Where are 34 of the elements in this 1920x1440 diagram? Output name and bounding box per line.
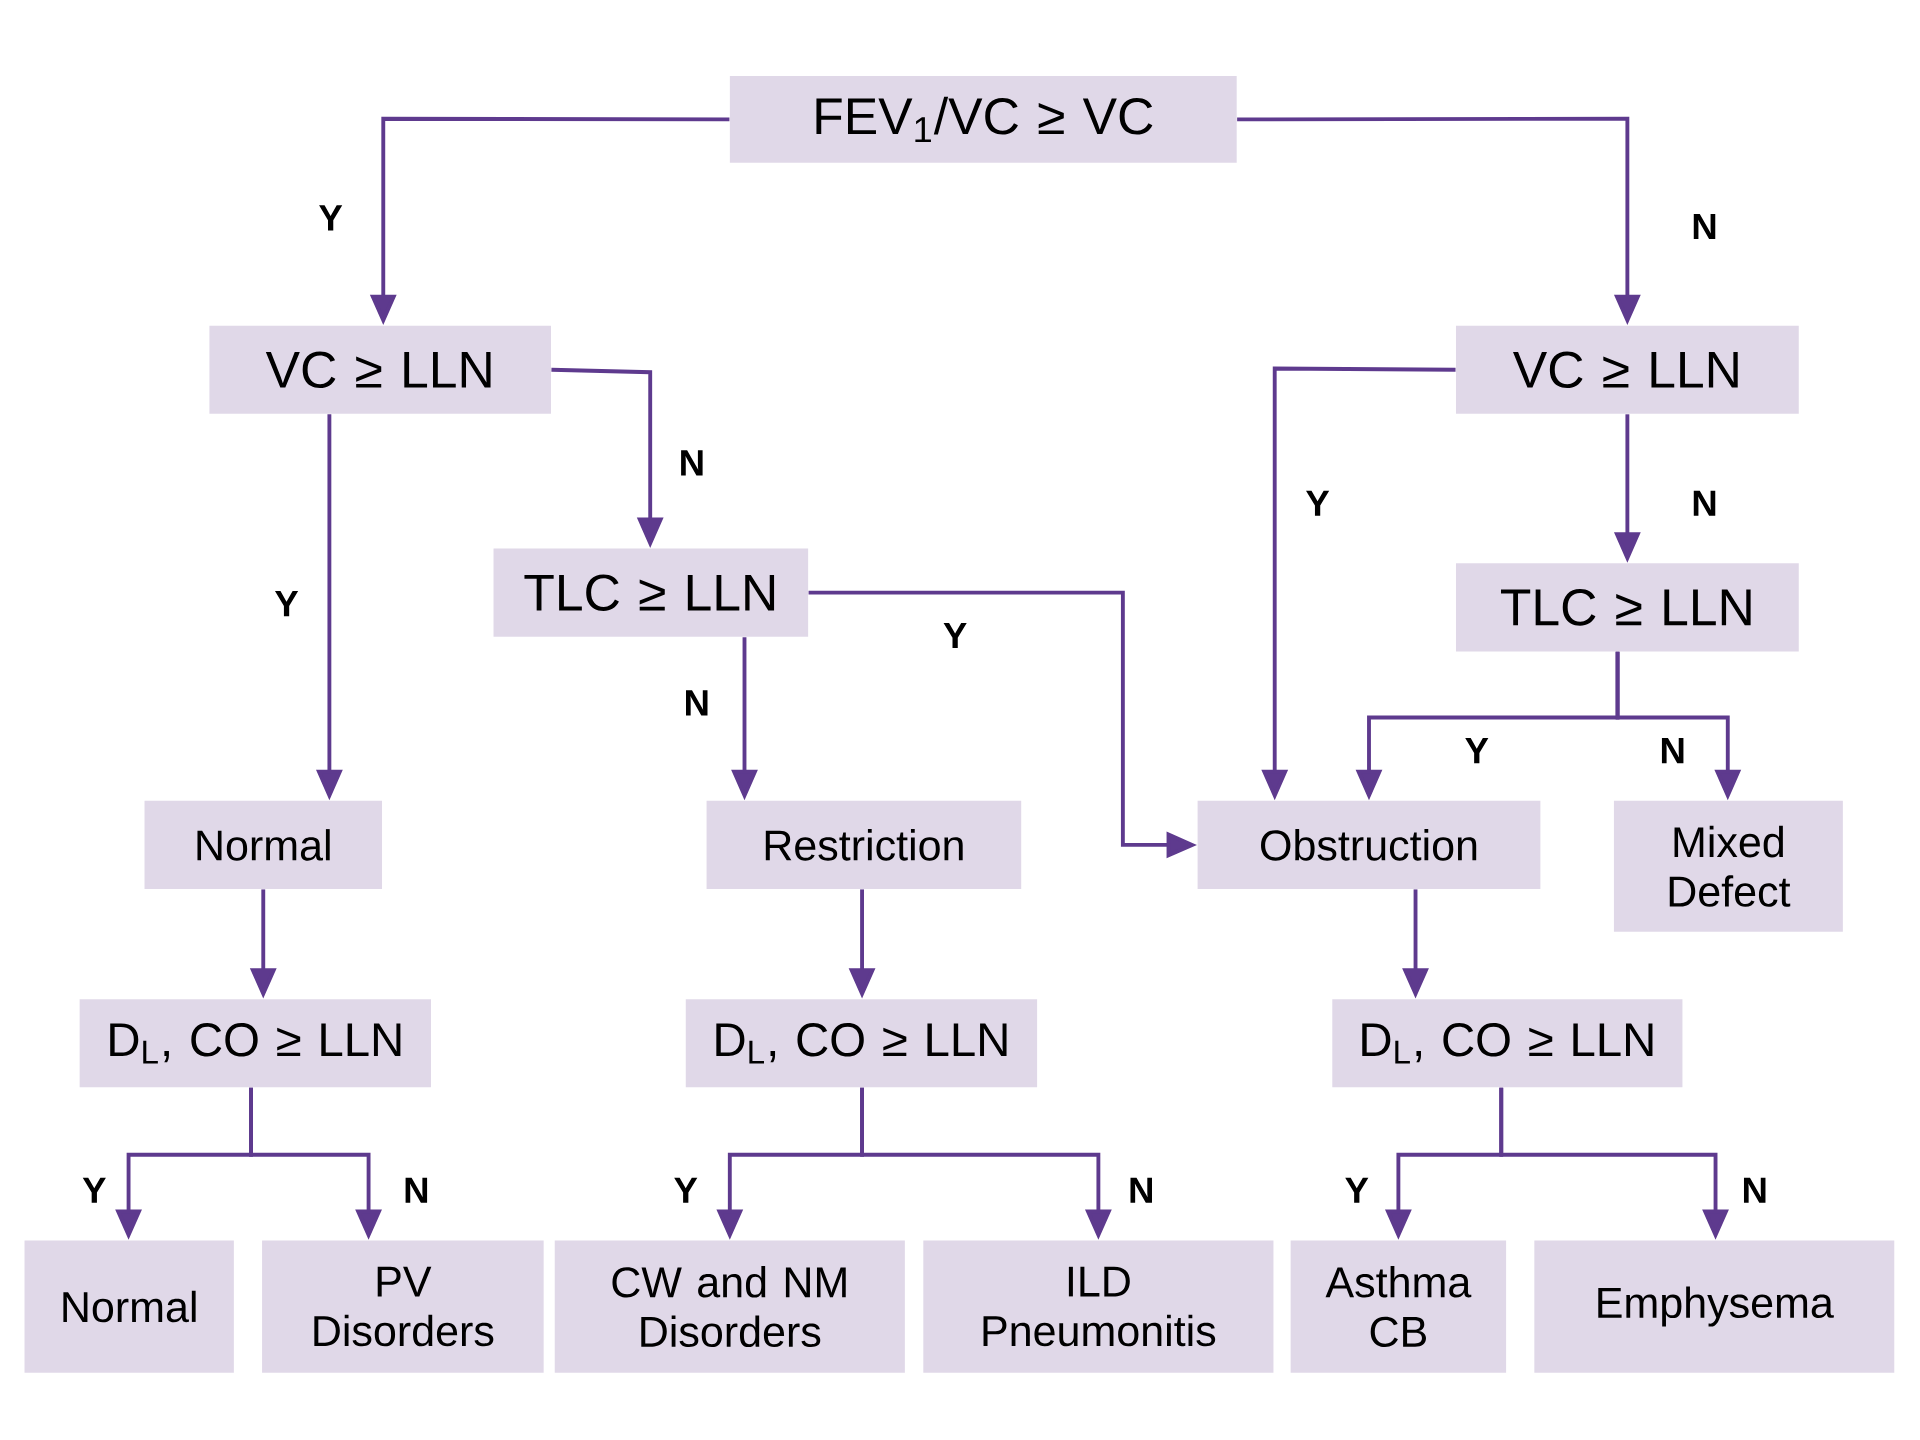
edge-label: Y [940, 620, 970, 651]
process-box: Restriction [706, 800, 1022, 889]
edge-label: Y [671, 1175, 701, 1205]
process-box: PV Disorders [262, 1240, 544, 1373]
edge-label: N [1689, 211, 1720, 242]
process-box: D$_{L}$, CO ≥ LLN [79, 999, 431, 1088]
edge-label: Y [1303, 488, 1332, 518]
edge-label: N [400, 1175, 432, 1205]
process-box: TLC ≥ LLN [1456, 563, 1799, 652]
process-box: Obstruction [1197, 800, 1541, 889]
edge-label: N [681, 688, 713, 718]
process-box: Normal [24, 1240, 234, 1373]
process-box: VC ≥ LLN [209, 325, 551, 414]
process-box: Normal [144, 800, 383, 889]
edge-label: Y [272, 588, 301, 619]
process-box: Asthma CB [1290, 1240, 1507, 1373]
process-box: D$_{L}$, CO ≥ LLN [1332, 999, 1683, 1088]
edge-label: Y [79, 1175, 109, 1205]
edge-label: Y [1462, 735, 1492, 766]
edge-label: N [1739, 1175, 1771, 1205]
process-box: D$_{L}$, CO ≥ LLN [685, 999, 1038, 1088]
process-box: VC ≥ LLN [1456, 325, 1799, 414]
process-box: ILD Pneumonitis [923, 1240, 1274, 1373]
edge-label: Y [1342, 1175, 1372, 1205]
process-box: Emphysema [1534, 1240, 1895, 1373]
edge-label: N [1125, 1175, 1157, 1205]
edge-label: Y [316, 203, 345, 233]
process-box: TLC ≥ LLN [493, 548, 809, 637]
process-box: FEV$_{1}$/VC ≥ VC [729, 75, 1237, 163]
process-box: Mixed Defect [1613, 800, 1843, 932]
process-box: CW and NM Disorders [554, 1240, 905, 1373]
edge-label: N [1689, 488, 1720, 518]
edge-label: N [676, 448, 708, 478]
edge-label: N [1657, 735, 1689, 766]
